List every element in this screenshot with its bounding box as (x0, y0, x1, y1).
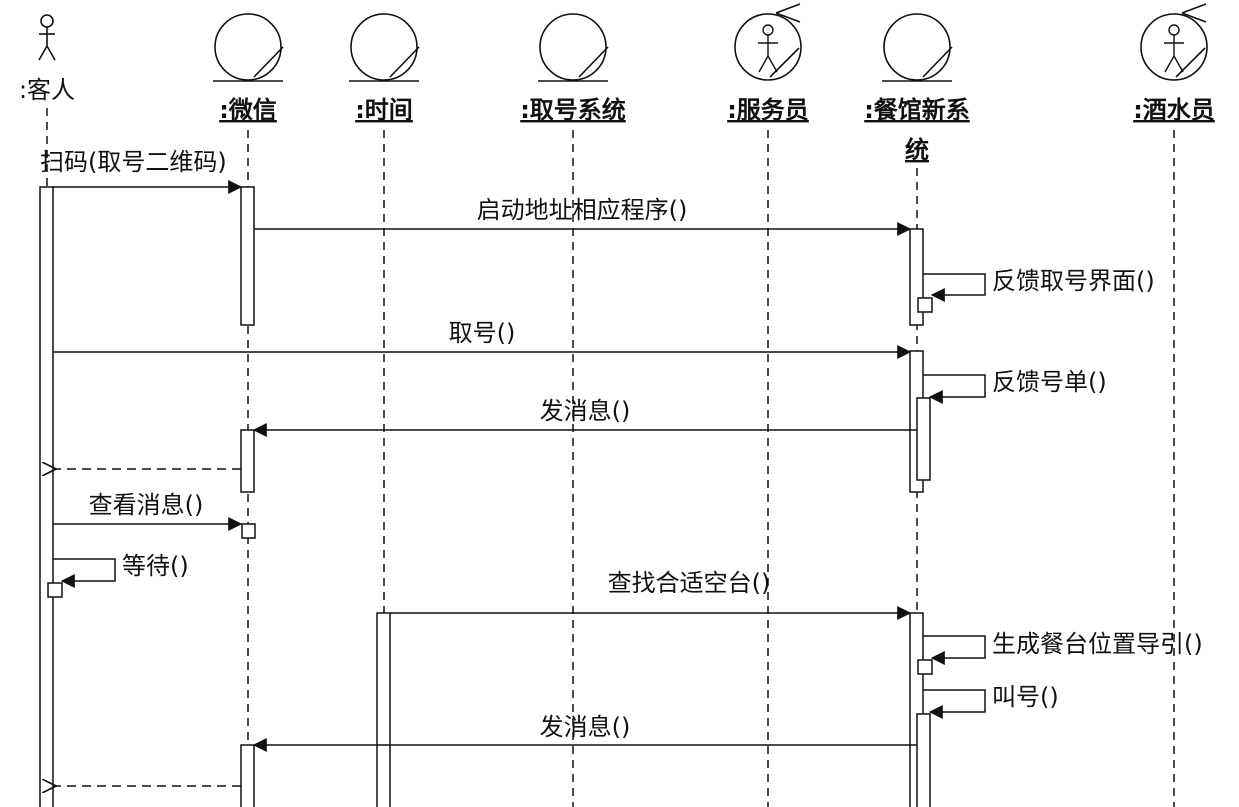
message-label: 发消息() (540, 397, 631, 425)
participant-label-restaurant-system-line2: 统 (905, 136, 929, 164)
self-message-arrow (923, 374, 986, 404)
message-view: 查看消息() (53, 491, 243, 531)
activation-bar-wechat (240, 744, 255, 807)
message-find-table: 查找合适空台() (390, 569, 912, 620)
self-call-box (917, 297, 933, 313)
message-scan: 扫码(取号二维码) (40, 148, 243, 194)
self-call-box (917, 659, 933, 675)
message-wait: 等待() (53, 552, 189, 588)
self-call-box (47, 582, 63, 598)
message-gen-guide: 生成餐台位置导引() (923, 630, 1203, 665)
actor-icon (38, 14, 56, 61)
message-send-2: 发消息() (252, 713, 917, 752)
activation-bar-wechat (240, 186, 255, 326)
self-message-arrow (923, 689, 986, 719)
message-launch: 启动地址相应程序() (254, 196, 912, 236)
participant-customer: :客人 (19, 14, 75, 104)
message-label: 扫码(取号二维码) (40, 148, 227, 176)
participant-label-customer: :客人 (19, 76, 75, 104)
control-object-icon (213, 13, 284, 82)
control-object-icon (538, 13, 609, 82)
message-label: 发消息() (540, 713, 631, 741)
control-object-icon (882, 13, 953, 82)
message-label: 查找合适空台() (608, 569, 771, 597)
activation-bar-time (376, 612, 391, 807)
self-message-arrow (923, 273, 986, 302)
message-feedback-ticket: 反馈号单() (923, 368, 1107, 404)
participant-label-queue-system: :取号系统 (520, 96, 626, 124)
participant-restaurant-system: :餐馆新系 统 (864, 13, 970, 164)
activation-bar-restaurant-system-nested (916, 397, 931, 481)
participant-waiter: :服务员 (727, 3, 809, 124)
participant-label-wechat: :微信 (219, 96, 277, 124)
self-message-arrow (923, 635, 986, 665)
activation-bar-restaurant-system-nested (916, 713, 931, 807)
message-label: 反馈号单() (992, 368, 1107, 396)
participant-label-waiter: :服务员 (727, 96, 809, 124)
participant-bartender: :酒水员 (1133, 3, 1215, 124)
activation-bar-wechat (240, 429, 255, 493)
participant-label-restaurant-system: :餐馆新系 (864, 96, 970, 124)
message-label: 生成餐台位置导引() (992, 630, 1203, 658)
call-box-wechat (241, 523, 256, 539)
business-worker-icon (734, 3, 802, 81)
message-label: 查看消息() (89, 491, 204, 519)
participant-time: :时间 (349, 13, 420, 124)
message-send-1: 发消息() (252, 397, 917, 437)
message-label: 叫号() (992, 683, 1059, 711)
self-message-arrow (53, 558, 116, 588)
participant-queue-system: :取号系统 (520, 13, 626, 124)
activation-bar-customer (39, 186, 54, 807)
message-feedback-ui: 反馈取号界面() (923, 267, 1155, 302)
message-label: 反馈取号界面() (992, 267, 1155, 295)
message-label: 取号() (449, 319, 516, 347)
participant-wechat: :微信 (213, 13, 284, 124)
message-call-number: 叫号() (923, 683, 1059, 719)
business-worker-icon (1140, 3, 1208, 81)
participant-label-time: :时间 (355, 96, 413, 124)
message-take-number: 取号() (53, 319, 912, 359)
message-label: 启动地址相应程序() (477, 196, 688, 224)
control-object-icon (349, 13, 420, 82)
participant-label-bartender: :酒水员 (1133, 96, 1215, 124)
message-label: 等待() (122, 552, 189, 580)
